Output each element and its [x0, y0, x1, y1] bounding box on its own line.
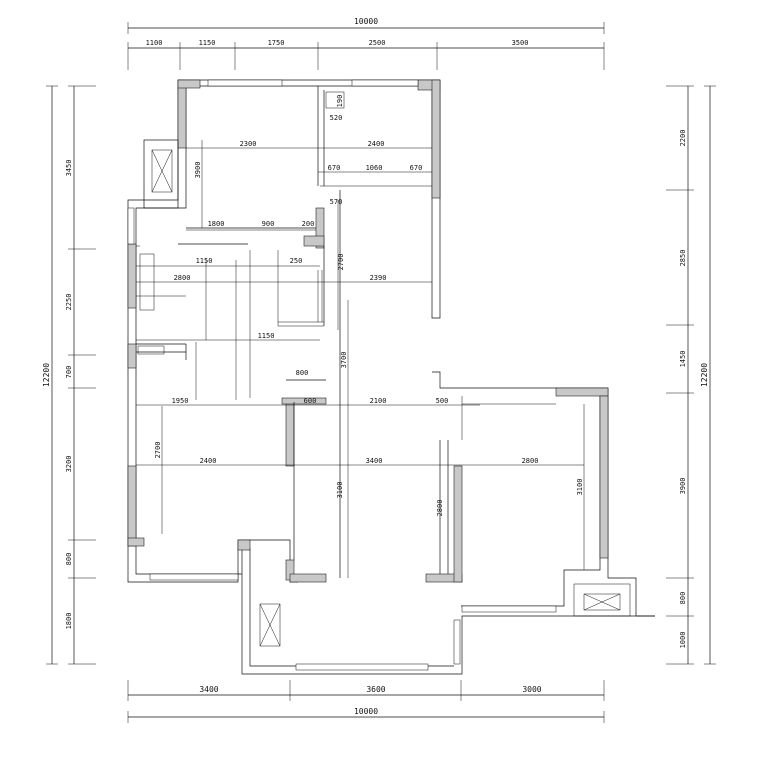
- right-seg-3: 1450: [679, 351, 687, 368]
- dim-t18: 1950: [172, 397, 189, 405]
- left-seg-4: 3200: [65, 456, 73, 473]
- top-seg-3: 1750: [268, 39, 285, 47]
- right-total-label: 12200: [700, 363, 709, 387]
- interior-dimension-labels: 2300 2400 520 190 3900 670 1060 670 570 …: [154, 95, 584, 517]
- top-seg-4: 2500: [369, 39, 386, 47]
- top-total-label: 10000: [354, 17, 378, 26]
- bottom-dimension-total: 10000: [127, 707, 605, 723]
- dim-t15: 2800: [174, 274, 191, 282]
- dim-t9: 570: [330, 198, 343, 206]
- left-seg-1: 3450: [65, 160, 73, 177]
- dim-t13: 1150: [196, 257, 213, 265]
- left-seg-5: 800: [65, 553, 73, 566]
- dim-t22: 500: [436, 397, 449, 405]
- bottom-seg-3: 3000: [522, 685, 541, 694]
- top-seg-5: 3500: [512, 39, 529, 47]
- left-dimension-segments: 3450 2250 700 3200 800 1800: [65, 85, 96, 665]
- left-seg-6: 1800: [65, 613, 73, 630]
- dim-t6: 670: [328, 164, 341, 172]
- wall-fills: [127, 79, 609, 583]
- shaft-upper-left: [143, 139, 179, 209]
- dim-t20: 600: [304, 397, 317, 405]
- dim-t7: 1060: [366, 164, 383, 172]
- top-dimension-total: 10000: [127, 17, 605, 34]
- dim-t16: 2390: [370, 274, 387, 282]
- dim-t19: 1150: [258, 332, 275, 340]
- top-seg-1: 1100: [146, 39, 163, 47]
- top-dimension-segments: 1100 1150 1750 2500 3500: [127, 39, 605, 70]
- dim-t5: 3900: [194, 162, 202, 179]
- dim-t14: 250: [290, 257, 303, 265]
- dim-t12: 200: [302, 220, 315, 228]
- left-dimension-total: 12200: [42, 85, 58, 665]
- dim-t31: 3100: [576, 479, 584, 496]
- right-seg-6: 1000: [679, 632, 687, 649]
- dim-t11: 900: [262, 220, 275, 228]
- dim-t4: 190: [336, 95, 344, 108]
- dim-t21: 2100: [370, 397, 387, 405]
- interior-walls: [136, 86, 556, 578]
- dim-t10: 1800: [208, 220, 225, 228]
- dim-t23: 2700: [154, 442, 162, 459]
- right-dimension-total: 12200: [700, 85, 716, 665]
- dim-t8: 670: [410, 164, 423, 172]
- exterior-walls: [127, 79, 655, 675]
- left-seg-2: 2250: [65, 294, 73, 311]
- dim-t3: 520: [330, 114, 343, 122]
- dim-t17: 2700: [337, 254, 345, 271]
- dim-t27: 3700: [340, 352, 348, 369]
- interior-dimension-lines: [136, 140, 585, 578]
- right-seg-4: 3900: [679, 478, 687, 495]
- top-seg-2: 1150: [199, 39, 216, 47]
- shaft-bottom-right: [573, 583, 631, 617]
- dim-t2: 2400: [368, 140, 385, 148]
- bottom-seg-1: 3400: [199, 685, 218, 694]
- dim-t28: 3100: [336, 482, 344, 499]
- dim-t26: 2800: [522, 457, 539, 465]
- right-dimension-segments: 2200 2850 1450 3900 800 1000: [666, 85, 694, 665]
- right-seg-1: 2200: [679, 130, 687, 147]
- windows: [127, 79, 557, 671]
- bottom-dimension-segments: 3400 3600 3000: [127, 680, 605, 701]
- left-seg-3: 700: [65, 366, 73, 379]
- bottom-seg-2: 3600: [366, 685, 385, 694]
- dim-t30: 800: [296, 369, 309, 377]
- dim-t29: 2800: [436, 500, 444, 517]
- dim-t24: 2400: [200, 457, 217, 465]
- right-seg-5: 800: [679, 592, 687, 605]
- shaft-bottom-left: [259, 603, 281, 647]
- dim-t25: 3400: [366, 457, 383, 465]
- bottom-total-label: 10000: [354, 707, 378, 716]
- right-seg-2: 2850: [679, 250, 687, 267]
- dim-t1: 2300: [240, 140, 257, 148]
- left-total-label: 12200: [42, 363, 51, 387]
